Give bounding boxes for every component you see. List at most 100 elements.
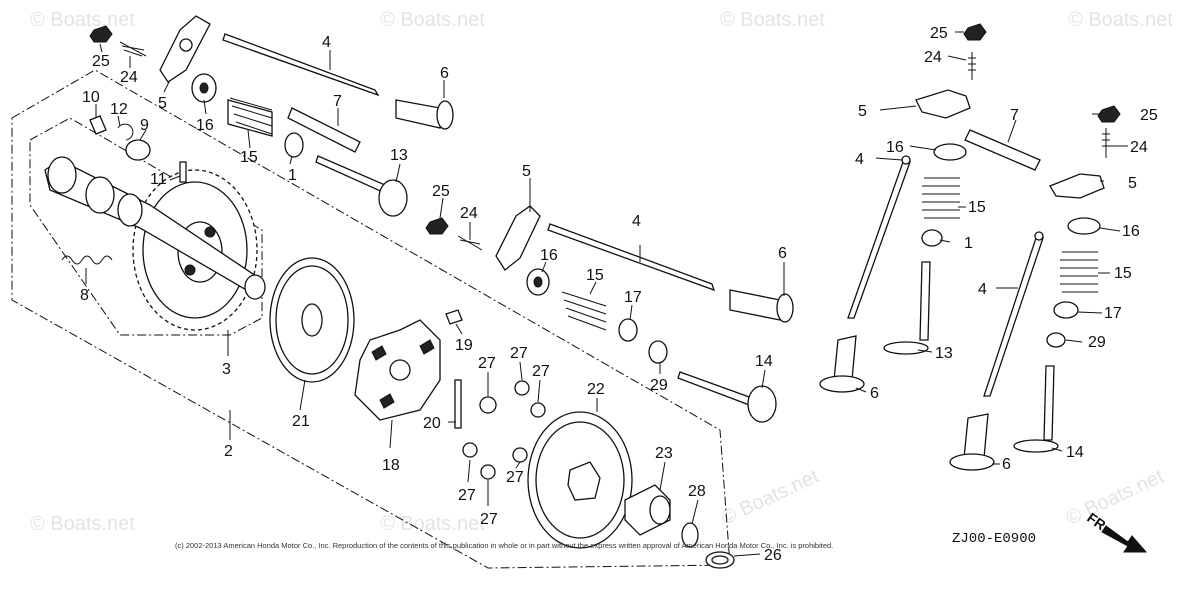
- callout-25: 25: [92, 53, 110, 70]
- copyright-notice: (c) 2002-2013 American Honda Motor Co., …: [175, 541, 833, 550]
- callout-24: 24: [924, 49, 942, 66]
- watermark: © Boats.net: [1063, 465, 1168, 529]
- guide-6: [819, 335, 865, 393]
- callout-25: 25: [432, 183, 450, 200]
- callout-21: 21: [292, 413, 310, 430]
- callout-13: 13: [390, 147, 408, 164]
- stud-24: [968, 52, 976, 80]
- camshaft: [44, 156, 266, 300]
- tappet-7: [287, 107, 361, 153]
- washer-26: [705, 551, 735, 569]
- disc-21: [269, 257, 355, 383]
- camshaft-sub-boundary: [29, 117, 263, 336]
- nut-25: [89, 25, 113, 43]
- collet-17: [1053, 301, 1079, 319]
- callout-15: 15: [968, 199, 986, 216]
- callout-4: 4: [322, 34, 331, 51]
- seal-29: [648, 340, 668, 364]
- callout-5: 5: [522, 163, 531, 180]
- watermark: © Boats.net: [380, 9, 485, 31]
- callout-11: 11: [150, 171, 167, 188]
- callout-16: 16: [196, 117, 214, 134]
- leader-lines: [85, 31, 1128, 557]
- retainer-16: [191, 73, 217, 103]
- arrow-icon: [1101, 525, 1148, 553]
- rocker-arm-5: [495, 205, 541, 271]
- callout-27: 27: [506, 469, 524, 486]
- callout-2: 2: [224, 443, 233, 460]
- callout-27: 27: [480, 511, 498, 528]
- callout-29: 29: [650, 377, 668, 394]
- callout-1: 1: [288, 167, 297, 184]
- callout-27: 27: [458, 487, 476, 504]
- callout-27: 27: [510, 345, 528, 362]
- callout-12: 12: [110, 101, 128, 118]
- callout-7: 7: [333, 93, 342, 110]
- callout-15: 15: [586, 267, 604, 284]
- callout-18: 18: [382, 457, 400, 474]
- callout-14: 14: [755, 353, 773, 370]
- retainer-16: [1067, 217, 1101, 235]
- watermark: © Boats.net: [720, 9, 825, 31]
- callout-labels: 4 6 7 13 1 15 16 5 25 24 10 12 9 11 8 3 …: [80, 25, 1158, 564]
- callout-24: 24: [460, 205, 478, 222]
- callout-15: 15: [240, 149, 258, 166]
- pushrod-4: [547, 223, 716, 292]
- nut-25: [1097, 105, 1121, 123]
- callout-5: 5: [158, 95, 167, 112]
- diagram-code: ZJ00-E0900: [952, 531, 1036, 547]
- callout-5: 5: [1128, 175, 1137, 192]
- pushrod-4: [222, 33, 380, 97]
- pin-11: [179, 161, 187, 183]
- rocker-arm-5: [915, 89, 971, 119]
- callout-24: 24: [1130, 139, 1148, 156]
- retainer-16: [526, 268, 550, 296]
- stud-24: [457, 235, 483, 251]
- callout-8: 8: [80, 287, 89, 304]
- clip-19: [445, 309, 463, 325]
- watermark: © Boats.net: [30, 513, 135, 535]
- retainer-16: [933, 143, 967, 161]
- callout-25: 25: [1140, 107, 1158, 124]
- callout-16: 16: [540, 247, 558, 264]
- watermark: © Boats.net: [30, 9, 135, 31]
- callout-6: 6: [778, 245, 787, 262]
- callout-13: 13: [935, 345, 953, 362]
- parts-9-10-12: [89, 115, 151, 161]
- stud-24: [119, 41, 147, 57]
- seal-29: [1046, 332, 1066, 348]
- callout-20: 20: [423, 415, 441, 432]
- rocker-arm-5: [159, 15, 211, 83]
- callout-22: 22: [587, 381, 605, 398]
- callout-17: 17: [1104, 305, 1122, 322]
- plate-22: [527, 411, 633, 549]
- callout-29: 29: [1088, 334, 1106, 351]
- watermark: © Boats.net: [1068, 9, 1173, 31]
- callout-17: 17: [624, 289, 642, 306]
- balls-27: [462, 380, 546, 480]
- callout-5: 5: [858, 103, 867, 120]
- guide-6: [729, 289, 794, 323]
- callout-19: 19: [455, 337, 473, 354]
- callout-6: 6: [440, 65, 449, 82]
- clip-28: [681, 522, 699, 548]
- callout-28: 28: [688, 483, 706, 500]
- watermark: © Boats.net: [380, 513, 485, 535]
- callout-4: 4: [855, 151, 864, 168]
- callout-16: 16: [1122, 223, 1140, 240]
- nut-25: [963, 23, 987, 41]
- valve-14: [677, 371, 777, 423]
- valve-13: [883, 261, 931, 355]
- callout-1: 1: [964, 235, 973, 252]
- callout-16: 16: [886, 139, 904, 156]
- rocker-arm-5: [1049, 173, 1105, 199]
- pin-20: [454, 379, 462, 429]
- guide-6: [949, 413, 995, 471]
- valve-14: [1013, 365, 1059, 453]
- callout-4: 4: [978, 281, 987, 298]
- nut-25: [425, 217, 449, 235]
- spring-15: [561, 291, 607, 331]
- seal-1: [921, 229, 943, 247]
- callout-10: 10: [82, 89, 100, 106]
